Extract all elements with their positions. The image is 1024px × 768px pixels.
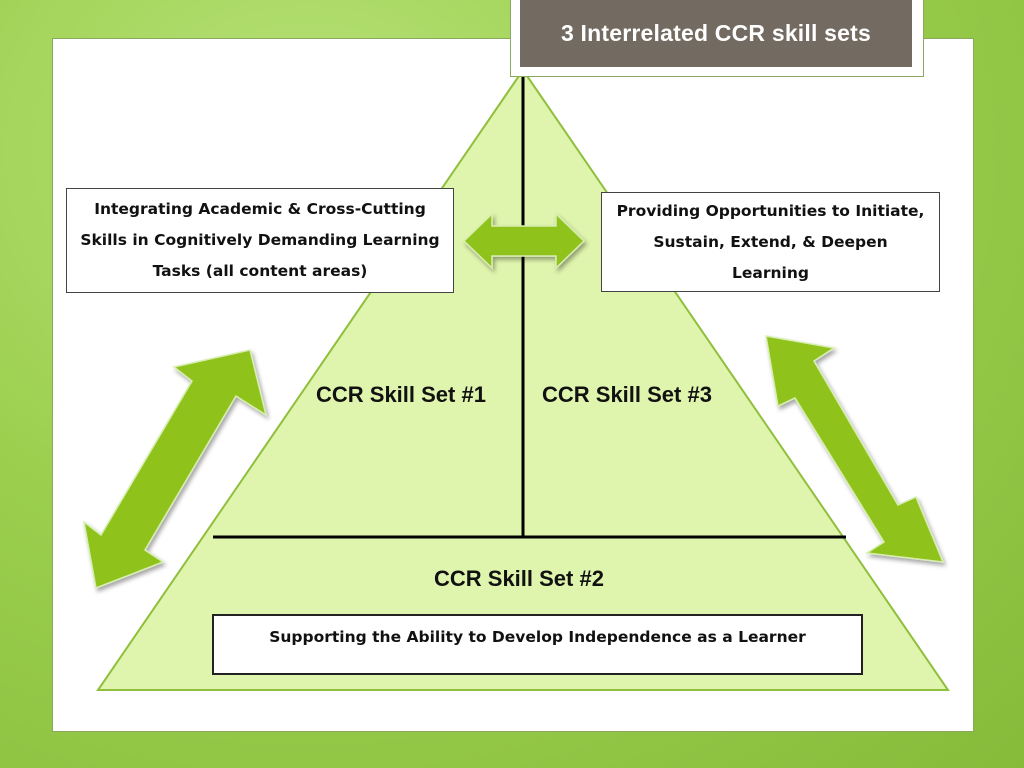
skill-set-3-label: CCR Skill Set #3 (542, 382, 712, 407)
skill-set-1-label: CCR Skill Set #1 (316, 382, 486, 407)
skill-set-1-description: Integrating Academic & Cross-Cutting Ski… (66, 188, 454, 293)
double-arrow-top (462, 212, 586, 270)
skill-set-3-description: Providing Opportunities to Initiate, Sus… (601, 192, 940, 292)
skill-set-1-description-text: Integrating Academic & Cross-Cutting Ski… (80, 200, 440, 280)
skill-set-2-label: CCR Skill Set #2 (434, 566, 604, 591)
skill-set-3-description-text: Providing Opportunities to Initiate, Sus… (616, 201, 925, 282)
double-arrow-right (765, 335, 945, 563)
skill-set-2-description-text: Supporting the Ability to Develop Indepe… (269, 628, 806, 646)
double-arrow-left (82, 349, 268, 590)
skill-set-2-description: Supporting the Ability to Develop Indepe… (212, 614, 863, 675)
slide-title: 3 Interrelated CCR skill sets (520, 0, 912, 67)
